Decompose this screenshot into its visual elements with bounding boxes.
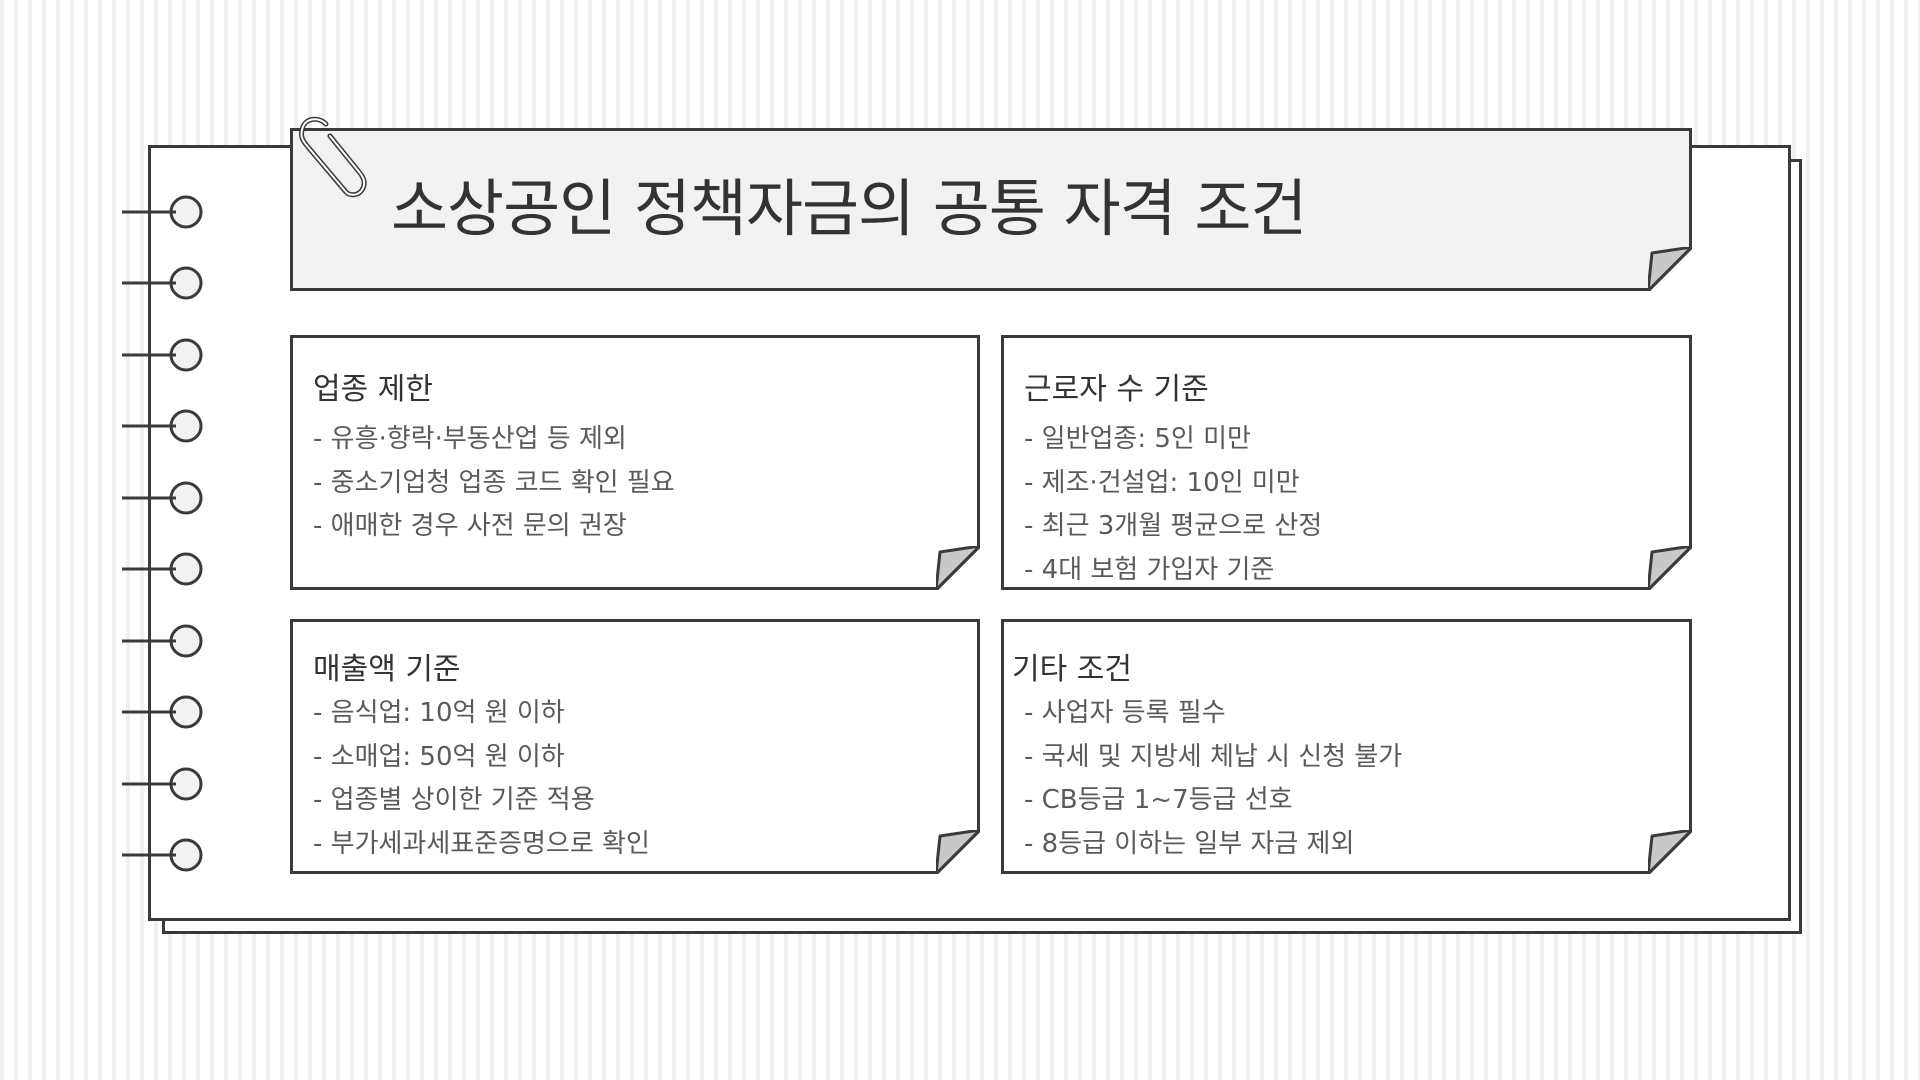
list-item: - 최근 3개월 평균으로 산정 xyxy=(1024,511,1323,541)
list-item: - CB등급 1~7등급 선호 xyxy=(1024,785,1293,815)
card-other-conditions: 기타 조건 - 사업자 등록 필수 - 국세 및 지방세 체납 시 신청 불가 … xyxy=(1001,619,1692,874)
list-item: - 제조·건설업: 10인 미만 xyxy=(1024,467,1300,498)
card-list: - 유흥·향락·부동산업 등 제외 - 중소기업청 업종 코드 확인 필요 - … xyxy=(313,418,675,549)
card-employee-count: 근로자 수 기준 - 일반업종: 5인 미만 - 제조·건설업: 10인 미만 … xyxy=(1001,335,1692,590)
card-list: - 사업자 등록 필수 - 국세 및 지방세 체납 시 신청 불가 - CB등급… xyxy=(1024,692,1402,866)
title-banner: 소상공인 정책자금의 공통 자격 조건 xyxy=(290,128,1692,291)
card-list: - 일반업종: 5인 미만 - 제조·건설업: 10인 미만 - 최근 3개월 … xyxy=(1024,418,1322,592)
list-item: - 8등급 이하는 일부 자금 제외 xyxy=(1024,828,1355,859)
list-item: - 유흥·향락·부동산업 등 제외 xyxy=(313,424,627,454)
page-title: 소상공인 정책자금의 공통 자격 조건 xyxy=(391,172,1307,245)
page-fold-icon xyxy=(936,546,980,590)
list-item: - 국세 및 지방세 체납 시 신청 불가 xyxy=(1024,741,1403,772)
list-item: - 소매업: 50억 원 이하 xyxy=(313,741,565,772)
list-item: - 4대 보험 가입자 기준 xyxy=(1024,554,1275,585)
list-item: - 애매한 경우 사전 문의 권장 xyxy=(313,511,627,541)
list-item: - 사업자 등록 필수 xyxy=(1024,698,1226,728)
list-item: - 일반업종: 5인 미만 xyxy=(1024,424,1251,454)
list-item: - 부가세과세표준증명으로 확인 xyxy=(313,828,650,859)
page-fold-icon xyxy=(936,830,980,874)
page-fold-icon xyxy=(1648,247,1692,291)
card-industry-restriction: 업종 제한 - 유흥·향락·부동산업 등 제외 - 중소기업청 업종 코드 확인… xyxy=(290,335,980,590)
card-title: 근로자 수 기준 xyxy=(1024,372,1209,407)
page-fold-icon xyxy=(1648,830,1692,874)
list-item: - 중소기업청 업종 코드 확인 필요 xyxy=(313,467,675,498)
card-list: - 음식업: 10억 원 이하 - 소매업: 50억 원 이하 - 업종별 상이… xyxy=(313,692,650,866)
list-item: - 업종별 상이한 기준 적용 xyxy=(313,785,595,815)
page-fold-icon xyxy=(1648,546,1692,590)
card-title: 매출액 기준 xyxy=(313,652,461,687)
card-revenue: 매출액 기준 - 음식업: 10억 원 이하 - 소매업: 50억 원 이하 -… xyxy=(290,619,980,874)
card-title: 기타 조건 xyxy=(1012,652,1132,687)
list-item: - 음식업: 10억 원 이하 xyxy=(313,698,565,728)
card-title: 업종 제한 xyxy=(313,372,433,407)
